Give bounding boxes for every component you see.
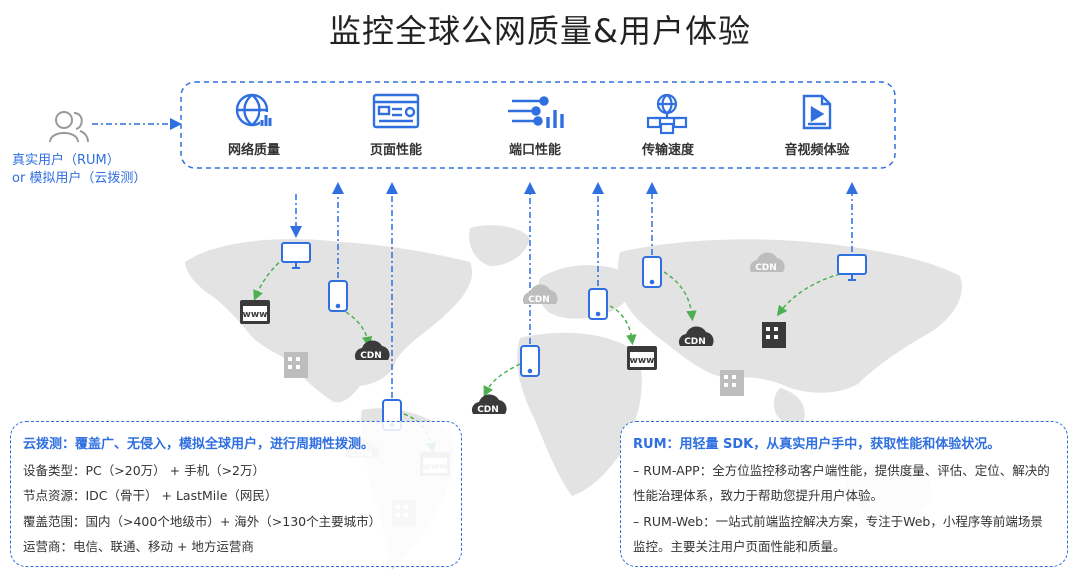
building-icon bbox=[720, 370, 744, 396]
panel-heading: RUM：用轻量 SDK，从真实用户手中，获取性能和体验状况。 bbox=[633, 437, 1001, 452]
asia-shape bbox=[617, 239, 962, 393]
panel-heading: 云拨测：覆盖广、无侵入，模拟全球用户，进行周期性拨测。 bbox=[23, 437, 375, 452]
user-label: 真实用户（RUM） or 模拟用户（云拨测） bbox=[12, 152, 146, 188]
capability-label-port-performance: 端口性能 bbox=[508, 143, 562, 158]
building-icon bbox=[284, 352, 308, 378]
svg-text:CDN: CDN bbox=[528, 295, 550, 305]
cdn-cloud-icon: CDN bbox=[678, 326, 714, 347]
cdn-cloud-icon: CDN bbox=[354, 340, 390, 361]
panel-line: 节点资源：IDC（骨干） + LastMile（网民） bbox=[23, 488, 278, 503]
capability-label-av-experience: 音视频体验 bbox=[784, 143, 850, 158]
panel-line: 运营商：电信、联通、移动 + 地方运营商 bbox=[23, 539, 254, 554]
panel-line: – RUM-Web：一站式前端监控解决方案，专注于Web，小程序等前端场景监控。… bbox=[633, 513, 1043, 555]
indochina-shape bbox=[773, 388, 805, 426]
svg-text:CDN: CDN bbox=[684, 337, 706, 347]
cdn-cloud-icon: CDN bbox=[471, 394, 507, 415]
phone-icon bbox=[520, 345, 540, 377]
capability-label-network-quality: 网络质量 bbox=[227, 143, 281, 158]
phone-icon bbox=[642, 256, 662, 288]
phone-icon bbox=[588, 288, 608, 320]
phone-icon bbox=[328, 280, 348, 312]
capability-label-transfer-speed: 传输速度 bbox=[641, 143, 695, 158]
monitor-icon bbox=[281, 242, 311, 269]
greenland-shape bbox=[469, 225, 530, 266]
africa-shape bbox=[517, 332, 642, 496]
browser-www-icon: www bbox=[240, 300, 270, 324]
user-label-line: 真实用户（RUM） bbox=[12, 153, 120, 168]
north-america-shape bbox=[185, 239, 473, 403]
user-label-line: or 模拟用户（云拨测） bbox=[12, 171, 147, 186]
media-file-icon bbox=[802, 94, 832, 130]
transfer-network-icon bbox=[646, 93, 688, 135]
svg-text:CDN: CDN bbox=[755, 263, 777, 273]
svg-text:CDN: CDN bbox=[360, 351, 382, 361]
svg-text:CDN: CDN bbox=[477, 405, 499, 415]
svg-text:www: www bbox=[630, 356, 655, 366]
cdn-cloud-icon: CDN bbox=[749, 252, 785, 273]
monitor-icon bbox=[837, 254, 867, 281]
cdn-cloud-icon: CDN bbox=[522, 284, 558, 305]
panel-line: 设备类型：PC（>20万） + 手机（>2万） bbox=[23, 462, 265, 478]
globe-chart-icon bbox=[235, 93, 272, 127]
building-icon bbox=[762, 322, 786, 348]
port-network-icon bbox=[508, 96, 564, 128]
browser-www-icon: www bbox=[627, 346, 657, 370]
webpage-icon bbox=[372, 93, 420, 129]
connector-lines bbox=[290, 182, 858, 398]
svg-text:www: www bbox=[243, 310, 268, 320]
synthetic-monitoring-panel: 云拨测：覆盖广、无侵入，模拟全球用户，进行周期性拨测。 设备类型：PC（>20万… bbox=[10, 421, 462, 567]
page-title: 监控全球公网质量&用户体验 bbox=[329, 12, 751, 50]
panel-line: 覆盖范围：国内（>400个地级市）+ 海外（>130个主要城市） bbox=[23, 513, 382, 529]
rum-panel: RUM：用轻量 SDK，从真实用户手中，获取性能和体验状况。 – RUM-APP… bbox=[620, 421, 1068, 567]
user-group-icon bbox=[49, 111, 89, 143]
panel-line: – RUM-APP：全方位监控移动客户端性能，提供度量、评估、定位、解决的性能治… bbox=[633, 462, 1050, 504]
capability-label-page-performance: 页面性能 bbox=[369, 143, 423, 158]
